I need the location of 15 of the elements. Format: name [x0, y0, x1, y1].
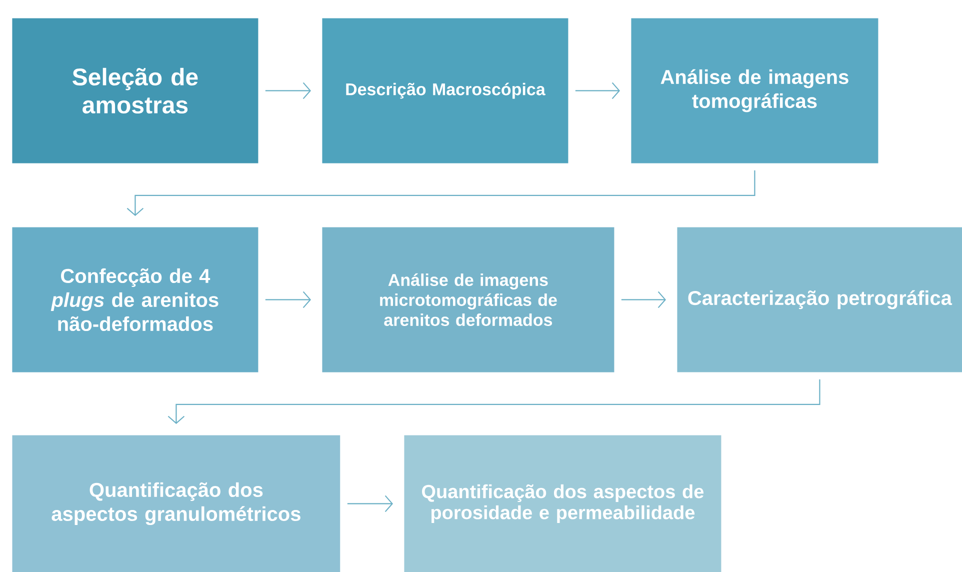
arrow: [265, 82, 311, 100]
process-box: Análise de imagens tomográficas: [631, 18, 878, 164]
arrow: [126, 170, 756, 216]
process-box: Caracterização petrográfica: [677, 227, 962, 372]
process-box: Quantificação dos aspectos granulométricos: [12, 435, 340, 572]
arrow: [265, 291, 311, 308]
process-box: Quantificação dos aspectos de porosidade e permeabilidade: [404, 435, 722, 572]
arrow: [168, 379, 820, 424]
process-box: Análise de imagens microtomográficas de arenitos deformados: [322, 227, 614, 372]
arrow: [575, 82, 620, 100]
process-box: Seleção de amostras: [12, 18, 258, 164]
arrow: [347, 495, 393, 512]
process-box: Descrição Macroscópica: [322, 18, 568, 164]
arrow: [621, 291, 666, 308]
process-box: Confecção de 4 plugs de arenitos não-deformados: [12, 227, 258, 372]
